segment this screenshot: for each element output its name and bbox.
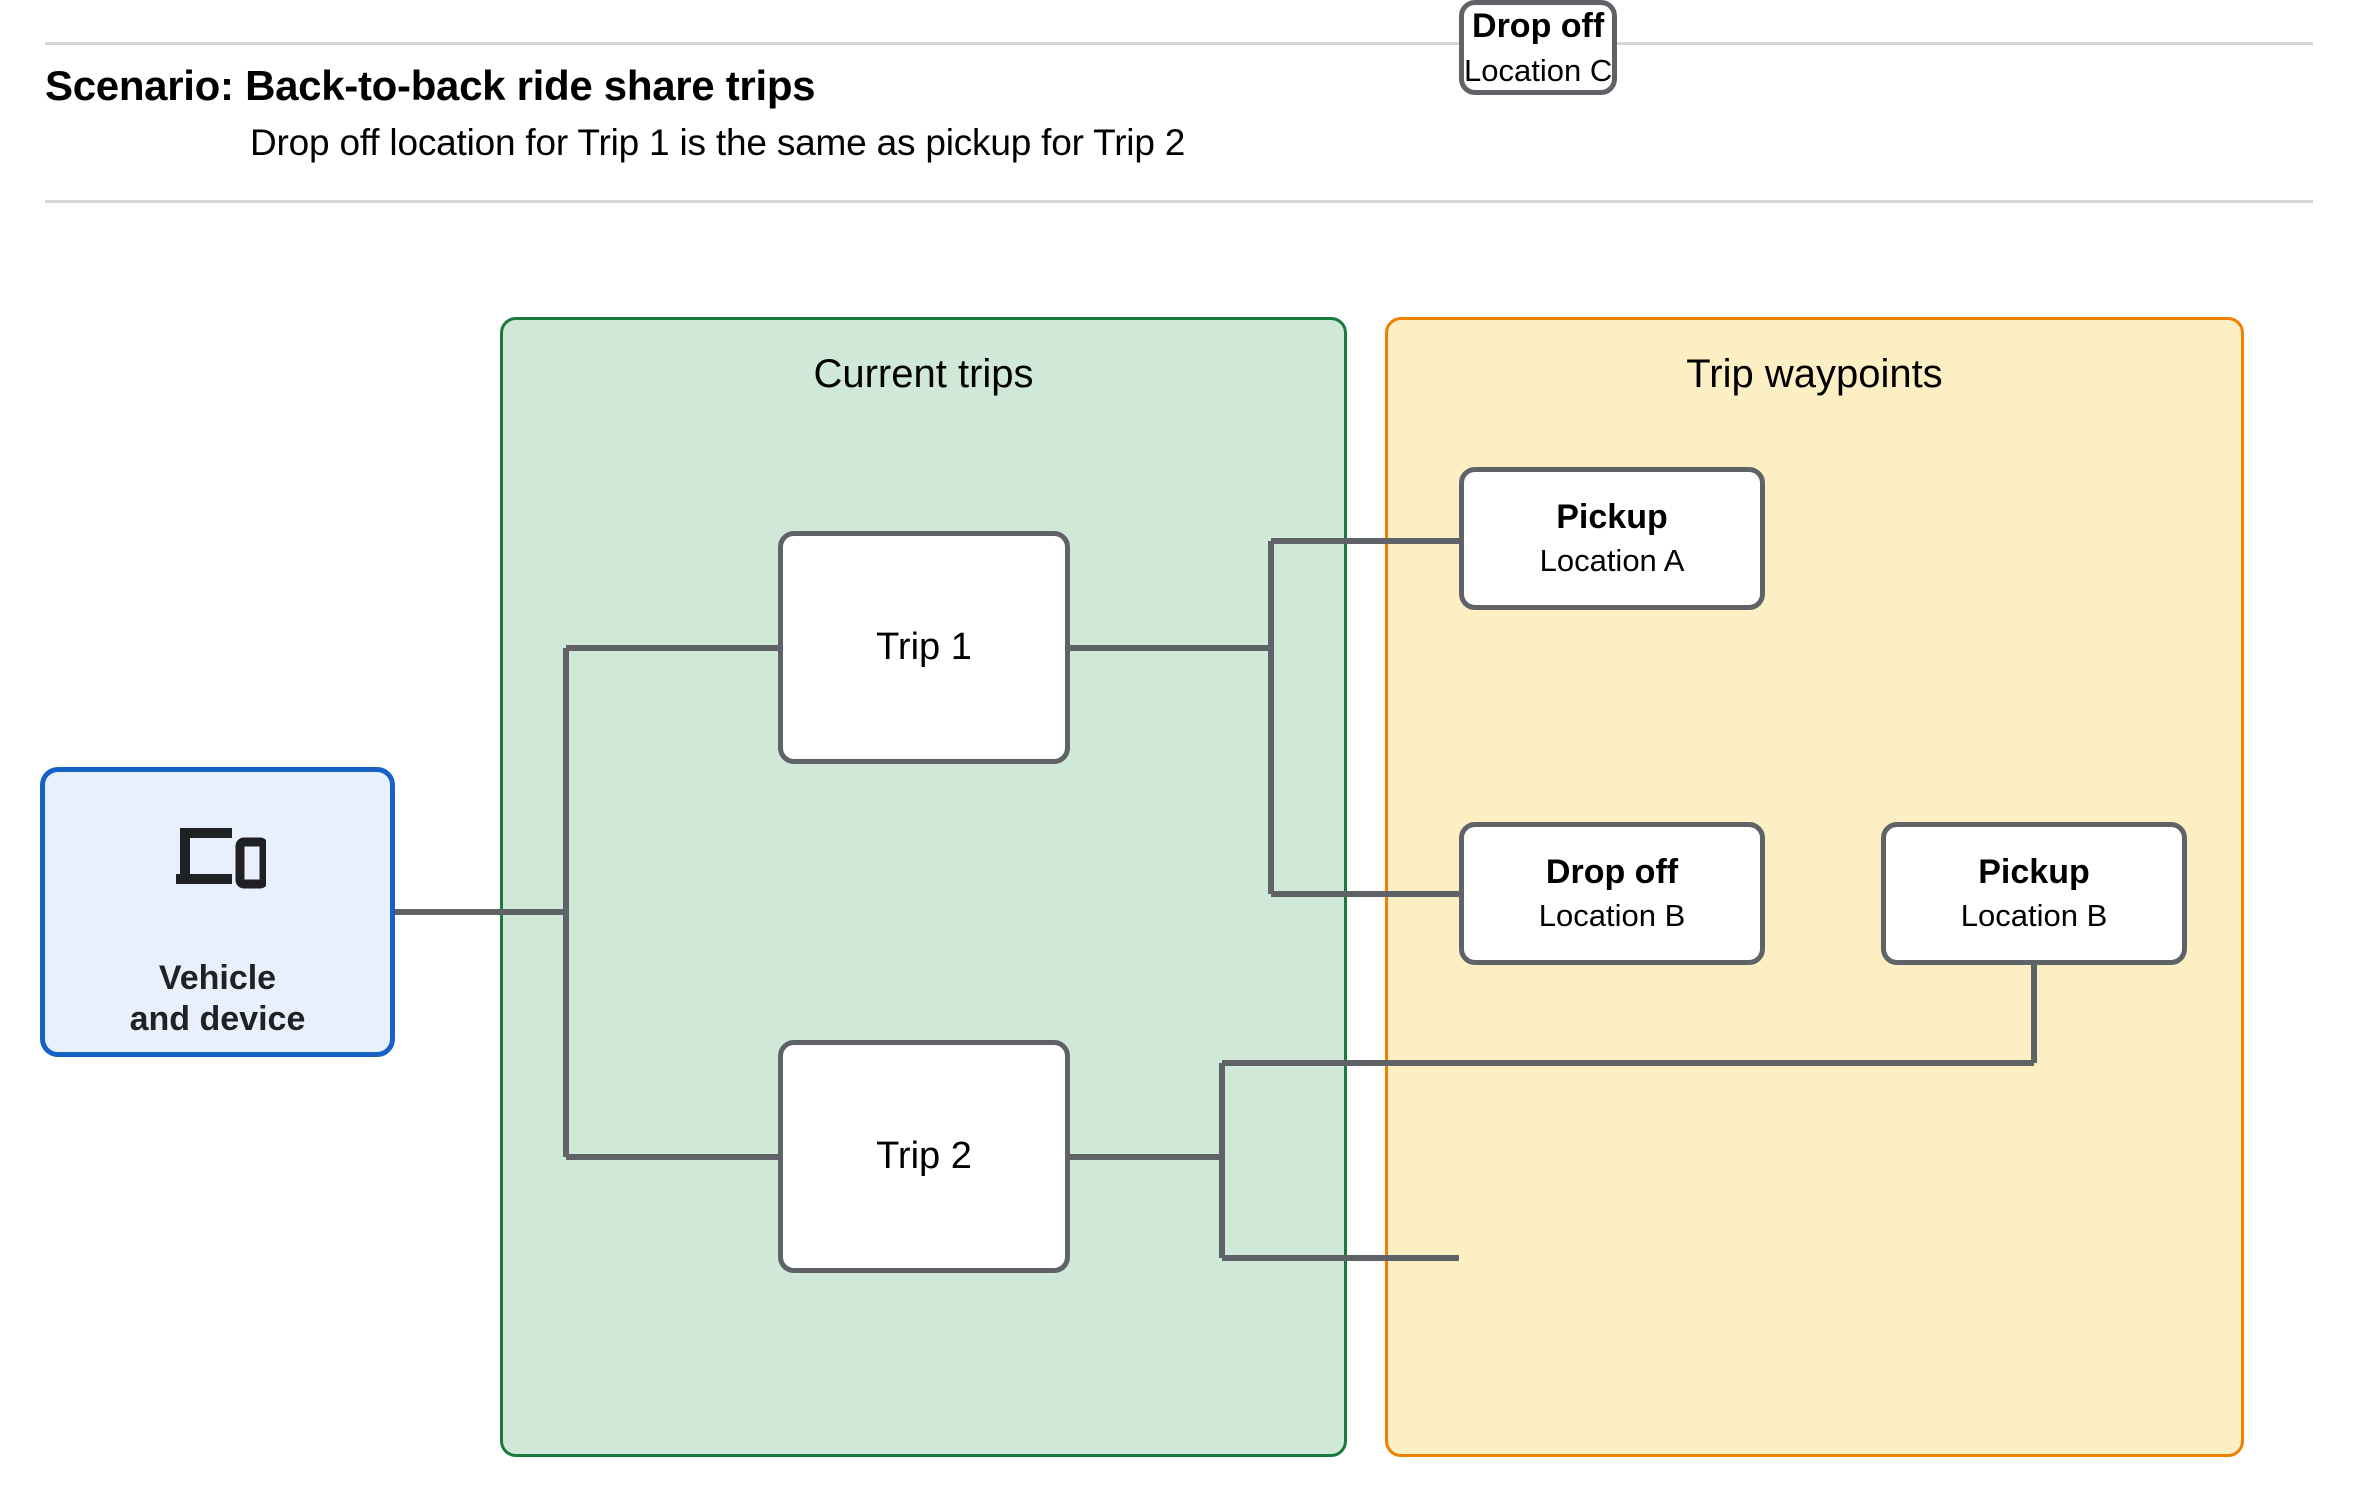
waypoint-kind: Drop off — [1545, 852, 1679, 891]
group-trip-waypoints-title: Trip waypoints — [1686, 352, 1943, 396]
waypoint-kind: Drop off — [1472, 7, 1605, 45]
node-waypoint-pickup-b[interactable]: Pickup Location B — [1881, 822, 2187, 965]
node-trip-2-label: Trip 2 — [876, 1135, 972, 1177]
node-waypoint-dropoff-c[interactable]: Drop off Location C — [1459, 0, 1618, 96]
waypoint-location: Location C — [1464, 52, 1613, 88]
node-trip-1[interactable]: Trip 1 — [778, 531, 1070, 764]
page-subtitle: Drop off location for Trip 1 is the same… — [250, 122, 1186, 163]
header-divider-bottom — [45, 200, 2313, 203]
node-vehicle-and-device[interactable]: Vehicle and device — [40, 767, 395, 1057]
waypoint-kind: Pickup — [1556, 497, 1668, 536]
waypoint-kind: Pickup — [1978, 852, 2090, 891]
waypoint-location: Location B — [1538, 898, 1686, 934]
waypoint-location: Location B — [1960, 898, 2108, 934]
node-trip-1-label: Trip 1 — [876, 626, 972, 668]
waypoint-location: Location A — [1539, 543, 1685, 579]
header-divider-top — [45, 42, 2313, 45]
node-waypoint-pickup-a[interactable]: Pickup Location A — [1459, 467, 1765, 610]
page-title: Scenario: Back-to-back ride share trips — [45, 62, 816, 109]
node-trip-2[interactable]: Trip 2 — [778, 1040, 1070, 1273]
group-current-trips: Current trips — [500, 317, 1347, 1457]
node-waypoint-dropoff-b[interactable]: Drop off Location B — [1459, 822, 1765, 965]
document-header: Scenario: Back-to-back ride share trips … — [0, 0, 2357, 205]
group-current-trips-title: Current trips — [813, 352, 1034, 396]
node-vehicle-label: Vehicle and device — [129, 959, 306, 1039]
devices-icon — [175, 828, 266, 889]
